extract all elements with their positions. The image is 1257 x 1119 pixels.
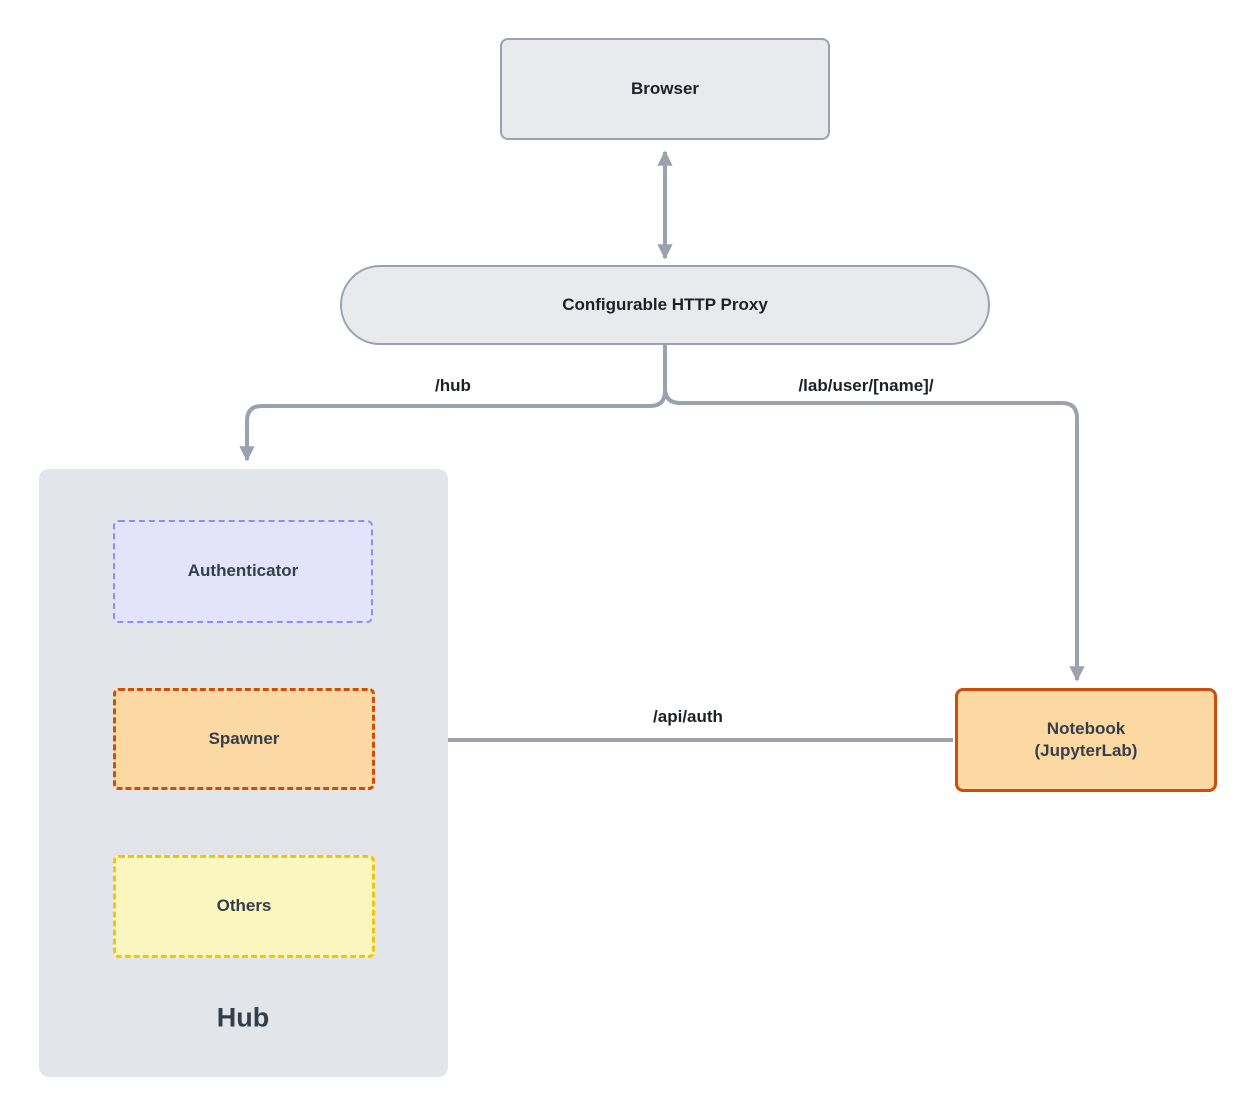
node-authenticator-label: Authenticator bbox=[187, 561, 299, 581]
node-browser-label: Browser bbox=[630, 78, 700, 98]
edge-proxy-hub bbox=[239, 345, 667, 462]
edge-proxy-notebook bbox=[663, 345, 1085, 682]
node-proxy-label: Configurable HTTP Proxy bbox=[562, 294, 768, 314]
node-others: Others bbox=[113, 855, 375, 958]
node-others-label: Others bbox=[216, 896, 272, 916]
node-spawner-label: Spawner bbox=[208, 728, 280, 748]
node-browser: Browser bbox=[500, 38, 830, 140]
hub-group-title: Hub bbox=[216, 1002, 270, 1033]
node-notebook-sublabel: (JupyterLab) bbox=[1034, 741, 1138, 760]
node-spawner: Spawner bbox=[113, 688, 375, 790]
node-configurable-http-proxy: Configurable HTTP Proxy bbox=[340, 265, 990, 345]
edge-label-lab-user-path: /lab/user/[name]/ bbox=[798, 376, 934, 395]
node-authenticator: Authenticator bbox=[113, 520, 373, 623]
edge-label-api-auth: /api/auth bbox=[653, 707, 723, 726]
edge-label-hub-path: /hub bbox=[435, 376, 471, 395]
node-notebook-label: Notebook bbox=[1046, 718, 1126, 738]
node-notebook-jupyterlab: Notebook (JupyterLab) bbox=[955, 688, 1217, 792]
